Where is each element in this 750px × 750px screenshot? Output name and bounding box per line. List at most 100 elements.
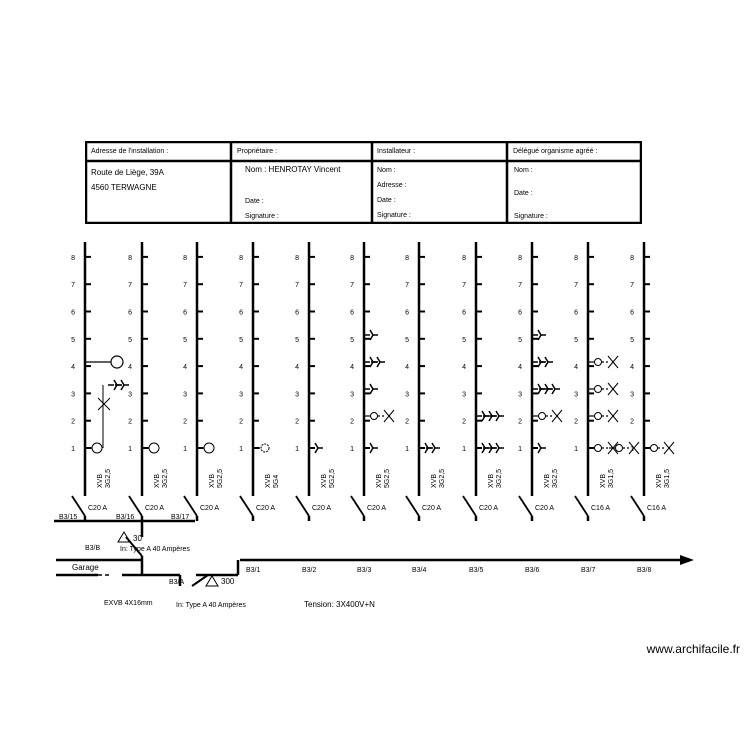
cable-type: XVB bbox=[209, 474, 216, 488]
c0-fan-icon bbox=[110, 355, 124, 369]
breaker-rating: C20 A bbox=[256, 505, 275, 512]
breaker-switch bbox=[239, 495, 254, 517]
cable-type: XVB bbox=[265, 474, 272, 488]
cable-type: XVB bbox=[431, 474, 438, 488]
level-label: 5 bbox=[183, 337, 187, 344]
installer-signature: Signature : bbox=[377, 212, 411, 219]
level-label: 2 bbox=[630, 419, 634, 426]
level-label: 8 bbox=[239, 255, 243, 262]
cable-section: 5G2,5 bbox=[384, 469, 391, 488]
level-label: 1 bbox=[462, 446, 466, 453]
breaker-switch bbox=[295, 495, 310, 517]
level-label: 4 bbox=[630, 364, 634, 371]
c9-l1b-switch-icon bbox=[615, 444, 623, 452]
c5-l2-switch-icon bbox=[370, 412, 378, 420]
diff2-id: B3/A bbox=[169, 579, 185, 586]
circuit-id: B3/16 bbox=[116, 514, 134, 521]
level-label: 6 bbox=[183, 310, 187, 317]
level-label: 4 bbox=[462, 364, 466, 371]
garage-label: Garage bbox=[72, 563, 99, 572]
breaker-switch bbox=[405, 495, 420, 517]
c9-l3-switch-icon bbox=[594, 385, 602, 393]
level-label: 2 bbox=[350, 419, 354, 426]
cable-type: XVB bbox=[544, 474, 551, 488]
level-label: 6 bbox=[239, 310, 243, 317]
level-label: 6 bbox=[295, 310, 299, 317]
cable-type: XVB bbox=[321, 474, 328, 488]
level-label: 1 bbox=[183, 446, 187, 453]
install-line2: 4560 TERWAGNE bbox=[91, 183, 157, 192]
breaker-switch bbox=[128, 495, 143, 517]
level-label: 7 bbox=[71, 282, 75, 289]
breaker-switch bbox=[630, 495, 645, 517]
level-label: 4 bbox=[128, 364, 132, 371]
breaker-rating: C20 A bbox=[145, 505, 164, 512]
level-label: 3 bbox=[128, 391, 132, 398]
level-label: 8 bbox=[295, 255, 299, 262]
c1-l1-device-icon bbox=[148, 442, 160, 454]
circuit-id: B3/3 bbox=[357, 567, 372, 574]
diff1-id: B3/B bbox=[85, 545, 101, 552]
level-label: 3 bbox=[239, 391, 243, 398]
c5-l1-socket-icon bbox=[369, 442, 374, 454]
level-label: 1 bbox=[405, 446, 409, 453]
level-label: 2 bbox=[405, 419, 409, 426]
level-label: 1 bbox=[239, 446, 243, 453]
feed-label: EXVB 4X16mm bbox=[104, 600, 153, 607]
install-title: Adresse de l'installation : bbox=[91, 148, 169, 155]
cable-section: 3G2,5 bbox=[105, 469, 112, 488]
level-label: 5 bbox=[71, 337, 75, 344]
diff2-triangle-icon bbox=[205, 575, 219, 587]
installer-title: Installateur : bbox=[377, 148, 416, 155]
diff2-switch bbox=[191, 574, 209, 587]
level-label: 7 bbox=[239, 282, 243, 289]
owner-title: Propriétaire : bbox=[237, 148, 278, 155]
breaker-switch bbox=[574, 495, 589, 517]
breaker-rating: C20 A bbox=[200, 505, 219, 512]
title-block-frame bbox=[85, 141, 642, 224]
level-label: 3 bbox=[71, 391, 75, 398]
cable-section: 3G2,5 bbox=[439, 469, 446, 488]
breaker-rating: C20 A bbox=[535, 505, 554, 512]
circuit-id: B3/5 bbox=[469, 567, 484, 574]
level-label: 7 bbox=[295, 282, 299, 289]
level-label: 5 bbox=[630, 337, 634, 344]
level-label: 4 bbox=[574, 364, 578, 371]
level-label: 3 bbox=[574, 391, 578, 398]
level-label: 8 bbox=[128, 255, 132, 262]
diff2-value: 300 bbox=[221, 577, 235, 586]
breaker-rating: C20 A bbox=[422, 505, 441, 512]
level-label: 1 bbox=[295, 446, 299, 453]
level-label: 2 bbox=[295, 419, 299, 426]
level-label: 6 bbox=[518, 310, 522, 317]
level-label: 2 bbox=[71, 419, 75, 426]
circuit-id: B3/4 bbox=[412, 567, 427, 574]
title-block: Adresse de l'installation : Route de Liè… bbox=[85, 141, 642, 224]
level-label: 4 bbox=[183, 364, 187, 371]
level-label: 8 bbox=[574, 255, 578, 262]
level-label: 1 bbox=[518, 446, 522, 453]
level-label: 5 bbox=[295, 337, 299, 344]
level-label: 5 bbox=[405, 337, 409, 344]
level-label: 6 bbox=[350, 310, 354, 317]
c9-l3-lamp-icon-b bbox=[607, 382, 619, 396]
c8-l5-socket-icon bbox=[537, 329, 542, 341]
c9-l4-switch-icon bbox=[594, 358, 602, 366]
breaker-rating: C20 A bbox=[312, 505, 331, 512]
c9-l1-switch-icon bbox=[594, 444, 602, 452]
level-label: 6 bbox=[462, 310, 466, 317]
breaker-switch bbox=[518, 495, 533, 517]
level-label: 1 bbox=[128, 446, 132, 453]
level-label: 4 bbox=[71, 364, 75, 371]
installer-name: Nom : bbox=[377, 167, 396, 174]
level-label: 6 bbox=[405, 310, 409, 317]
cable-section: 3G2,5 bbox=[496, 469, 503, 488]
level-label: 3 bbox=[630, 391, 634, 398]
cable-type: XVB bbox=[488, 474, 495, 488]
circuit-id: B3/7 bbox=[581, 567, 596, 574]
cable-section: 3G1,5 bbox=[608, 469, 615, 488]
level-label: 7 bbox=[518, 282, 522, 289]
level-label: 7 bbox=[630, 282, 634, 289]
